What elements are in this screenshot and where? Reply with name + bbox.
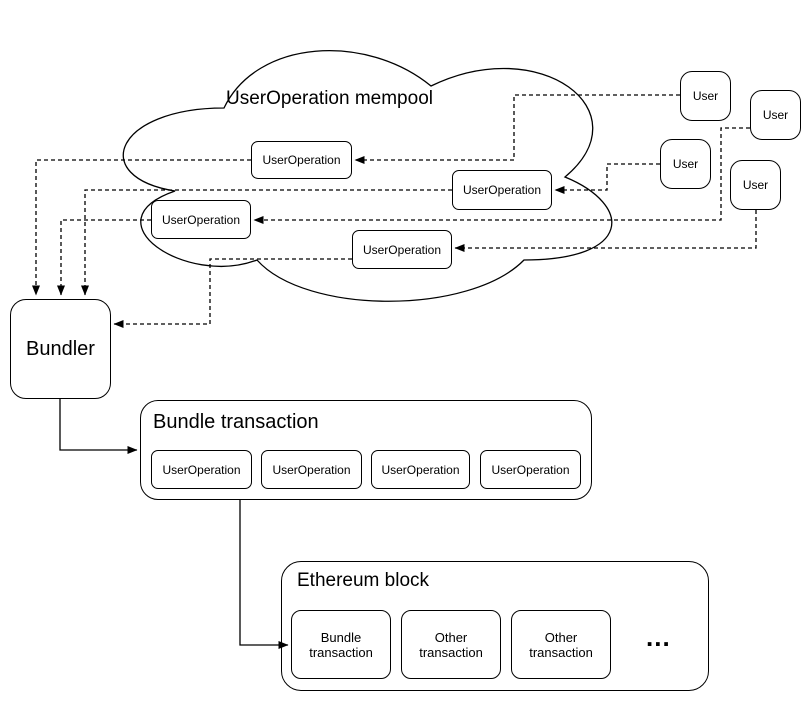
ethereum-tx-other-1: Other transaction [401, 610, 501, 679]
bundle-transaction-box [140, 400, 592, 500]
bundle-userop-2: UserOperation [261, 450, 362, 489]
bundle-transaction-title: Bundle transaction [153, 411, 319, 433]
ethereum-tx-bundle-line2: transaction [309, 644, 373, 660]
mempool-cloud-shape [122, 50, 613, 302]
bundler-node: Bundler [10, 299, 111, 399]
ethereum-block-title: Ethereum block [297, 570, 430, 591]
ethereum-tx-other-1-line1: Other [434, 629, 468, 645]
user-node-4: User [730, 160, 781, 210]
bundle-userop-4: UserOperation [480, 450, 581, 489]
edge-userop3-to-bundler [57, 219, 151, 296]
mempool-cloud-title: UserOperation mempool [226, 88, 433, 109]
bundle-userop-1: UserOperation [151, 450, 252, 489]
user-node-2: User [750, 90, 801, 140]
edge-userop4-to-bundler [113, 258, 352, 328]
ethereum-block-ellipsis: ... [646, 622, 671, 652]
edge-userop1-to-bundler [32, 159, 251, 296]
edge-userop2-to-bundler [81, 189, 452, 296]
ethereum-tx-bundle-line1: Bundle [320, 629, 362, 645]
ethereum-tx-other-2-line2: transaction [529, 644, 593, 660]
mempool-userop-3: UserOperation [151, 200, 251, 239]
user-node-3: User [660, 139, 711, 189]
user-node-1: User [680, 71, 731, 121]
edge-user4-to-userop4 [454, 210, 757, 252]
ethereum-block-box [281, 561, 709, 691]
edge-bundler-to-bundle-transaction [59, 399, 138, 454]
mempool-userop-4: UserOperation [352, 230, 452, 269]
ethereum-tx-other-2-line1: Other [544, 629, 578, 645]
mempool-userop-2: UserOperation [452, 170, 552, 210]
ethereum-tx-other-2: Other transaction [511, 610, 611, 679]
mempool-userop-1: UserOperation [251, 141, 352, 179]
edge-bundle-transaction-to-ethereum-block [239, 499, 289, 649]
bundle-userop-3: UserOperation [371, 450, 470, 489]
ethereum-tx-other-1-line2: transaction [419, 644, 483, 660]
edge-user1-to-userop1 [354, 94, 680, 164]
edge-user3-to-userop2 [554, 163, 660, 194]
ethereum-tx-bundle: Bundle transaction [291, 610, 391, 679]
edge-user2-to-userop3 [253, 127, 750, 224]
